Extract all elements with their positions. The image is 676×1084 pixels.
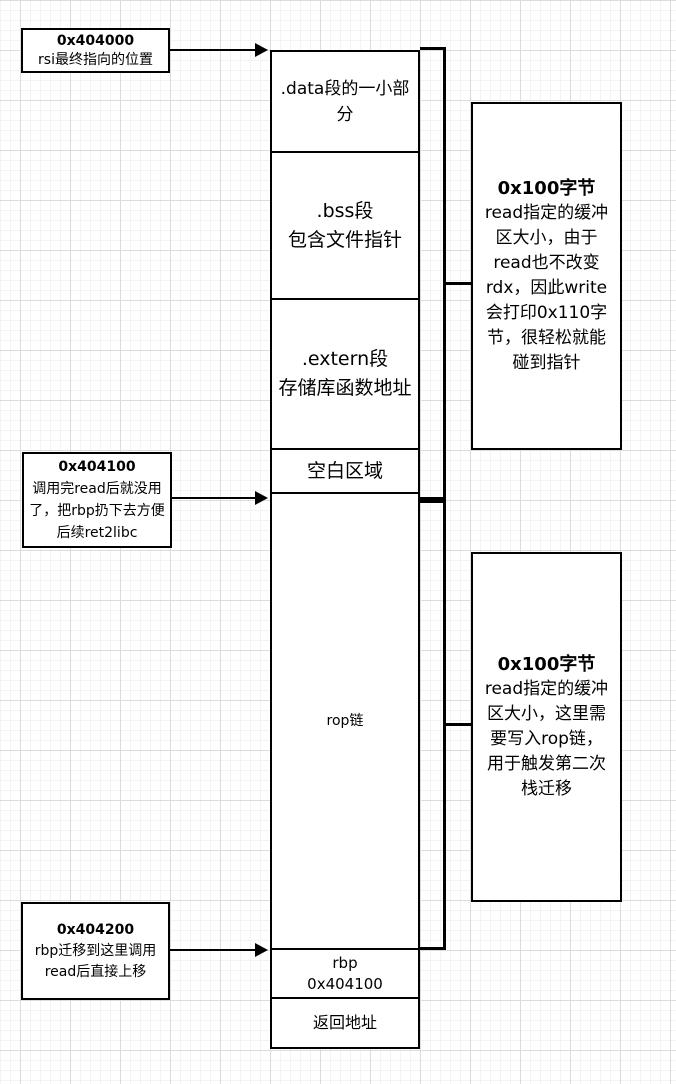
note-0x404100: 0x404100 调用完read后就没用 了，把rbp扔下去方便 后续ret2l…: [22, 452, 172, 548]
arrow-0x404100-to-column: [172, 491, 268, 505]
arrow-line: [172, 497, 257, 499]
annotation-0x100-top: 0x100字节 read指定的缓冲 区大小，由于 read也不改变 rdx，因此…: [471, 102, 622, 450]
bracket-top-connector: [444, 282, 472, 285]
segment-return-address: 返回地址: [312, 1013, 377, 1032]
note-0x404000-body: rsi最终指向的位置: [38, 51, 153, 68]
segment-rbp: rbp 0x404100: [272, 950, 418, 999]
note-0x404200-body: rbp迁移到这里调用 read后直接上移: [34, 942, 157, 980]
segment-bss: .bss段 包含文件指针: [272, 153, 418, 300]
note-0x404200: 0x404200 rbp迁移到这里调用 read后直接上移: [21, 902, 170, 1000]
segment-rop-chain: rop链: [272, 494, 418, 950]
annotation-bottom-body: read指定的缓冲 区大小，这里需 要写入rop链， 用于触发第二次 栈迁移: [484, 679, 609, 799]
note-0x404000-title: 0x404000: [56, 32, 135, 49]
note-0x404000: 0x404000 rsi最终指向的位置: [21, 28, 170, 73]
annotation-bottom-title: 0x100字节: [497, 654, 596, 675]
arrow-line: [170, 949, 257, 951]
segment-data: .data段的一小部 分: [272, 52, 418, 153]
arrow-0x404000-to-column: [170, 43, 268, 57]
memory-column: .data段的一小部 分 .bss段 包含文件指针 .extern段 存储库函数…: [270, 50, 420, 1049]
note-0x404200-title: 0x404200: [56, 921, 135, 938]
note-0x404100-body: 调用完read后就没用 了，把rbp扔下去方便 后续ret2libc: [29, 481, 165, 541]
bracket-bottom-connector: [444, 723, 472, 726]
bracket-0x100-top: [420, 47, 446, 500]
arrow-0x404200-to-column: [170, 943, 268, 957]
bracket-0x100-bottom: [420, 500, 446, 950]
arrowhead-icon: [255, 943, 268, 957]
segment-blank-area: 空白区域: [272, 450, 418, 494]
segment-extern: .extern段 存储库函数地址: [272, 300, 418, 450]
arrow-line: [170, 49, 257, 51]
arrowhead-icon: [255, 43, 268, 57]
note-0x404100-title: 0x404100: [58, 459, 136, 475]
arrowhead-icon: [255, 491, 268, 505]
annotation-top-title: 0x100字节: [497, 178, 596, 199]
annotation-0x100-bottom: 0x100字节 read指定的缓冲 区大小，这里需 要写入rop链， 用于触发第…: [471, 552, 622, 902]
annotation-top-body: read指定的缓冲 区大小，由于 read也不改变 rdx，因此write 会打…: [484, 203, 609, 373]
